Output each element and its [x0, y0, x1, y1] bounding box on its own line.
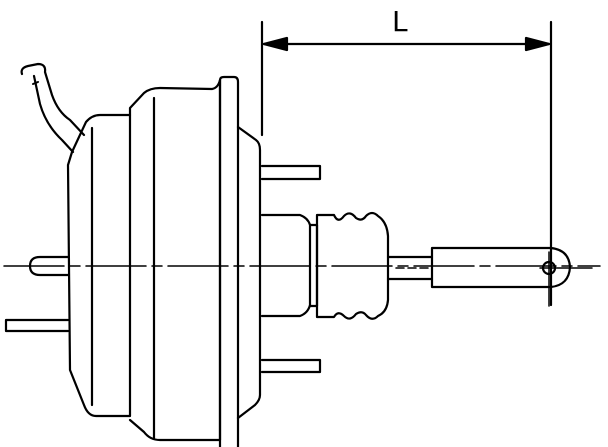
- booster-shell: [66, 75, 262, 447]
- dust-boot: [315, 211, 390, 320]
- clevis-fork: [430, 246, 572, 289]
- vacuum-hose-nipple: [20, 62, 86, 154]
- rear-stud-center: [28, 255, 70, 277]
- front-stud-lower: [260, 358, 322, 374]
- rear-stud-lower: [4, 318, 70, 333]
- push-rod: [386, 255, 434, 281]
- dimension-line-L: [260, 20, 553, 307]
- boss: [260, 213, 312, 318]
- front-stud-upper: [260, 164, 322, 181]
- dimension-label-L: L: [392, 5, 408, 38]
